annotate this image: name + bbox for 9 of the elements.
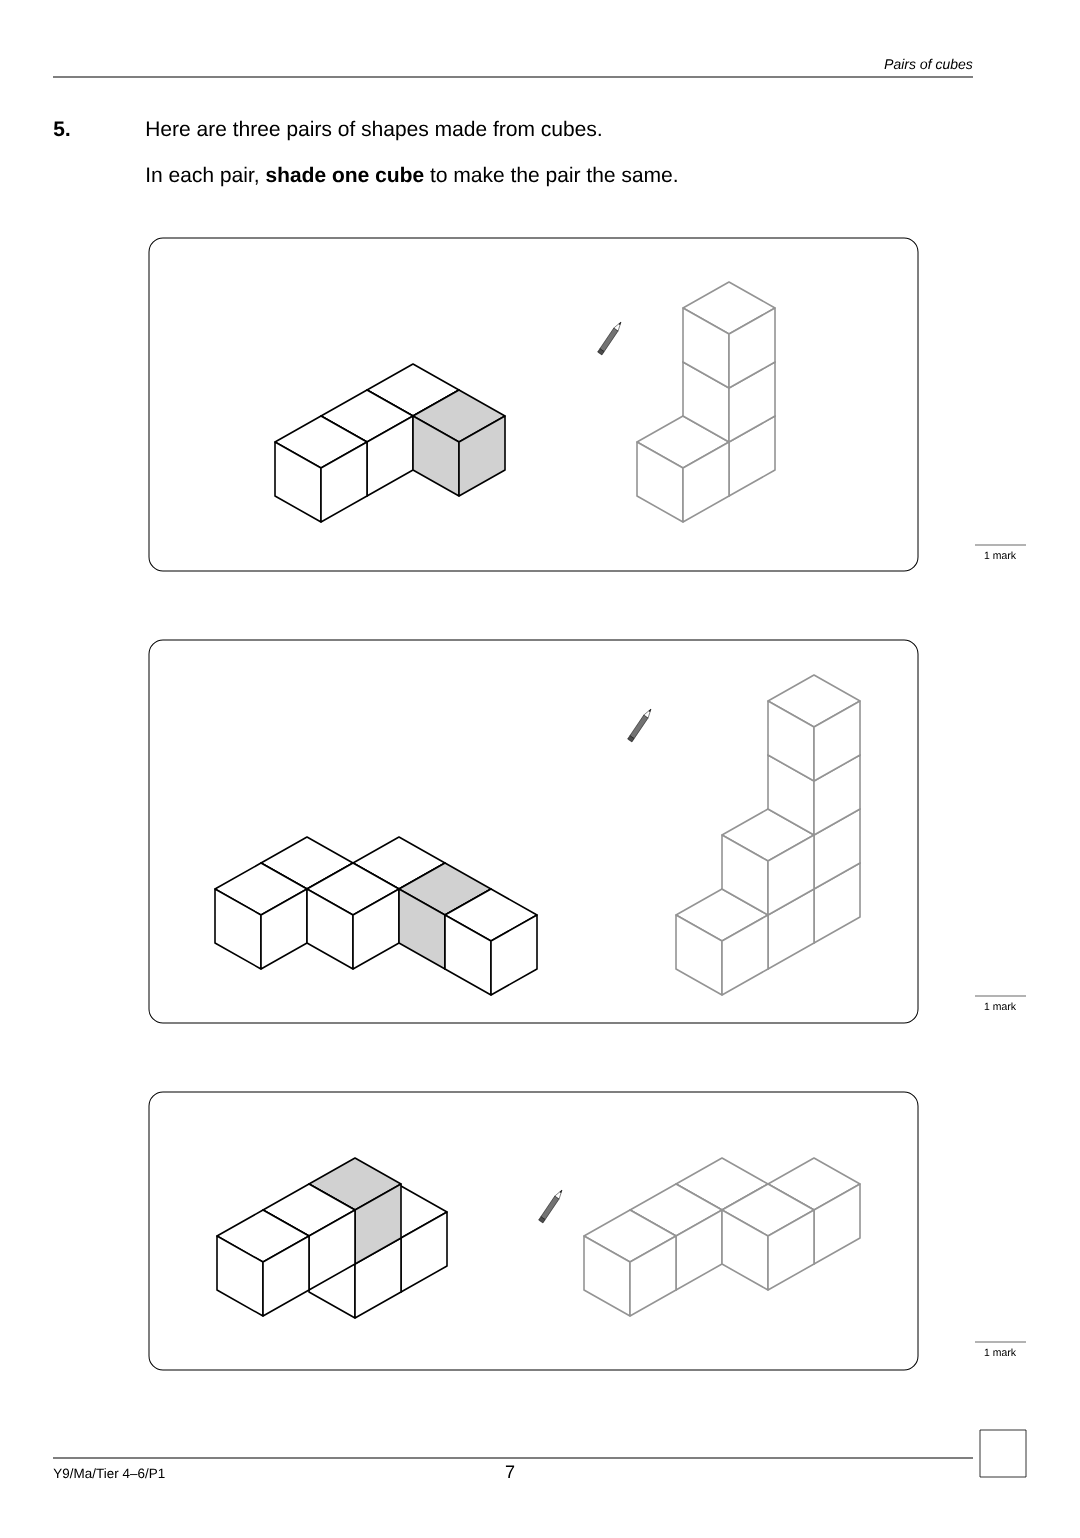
mark-label: 1 mark [984, 1002, 1017, 1011]
mark-label: 1 mark [984, 551, 1017, 560]
question-number: 5. [53, 121, 70, 137]
instruction-text: Here are three pairs of shapes made from cubes. [146, 120, 601, 141]
paper-code: Y9/Ma/Tier 4–6/P1 [53, 1468, 165, 1479]
page-number: 7 [505, 1465, 515, 1478]
instruction-text: In each pair, shade one cube to make the pair the same. [147, 166, 677, 187]
mark-label: 1 mark [984, 1348, 1017, 1357]
running-header: Pairs of cubes [884, 58, 973, 70]
